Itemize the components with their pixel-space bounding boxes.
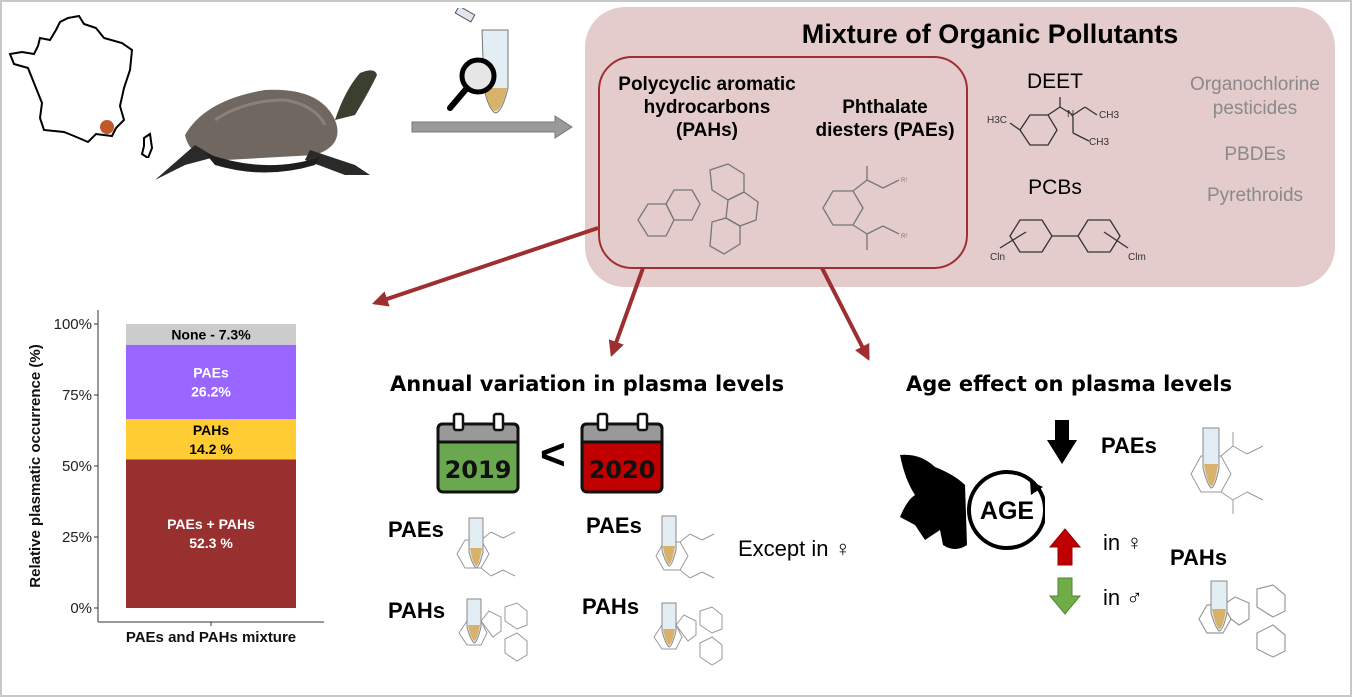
y-tick-label: 100% xyxy=(54,316,92,333)
calendar-2020-icon: 2020 xyxy=(580,412,664,494)
calendar-2019-icon: 2019 xyxy=(436,412,520,494)
pyrethroids-label: Pyrethroids xyxy=(1206,185,1304,206)
pahs-tube-icon xyxy=(653,602,723,666)
bar-data-label: None - 7.3% xyxy=(171,326,251,342)
turtle-age-icon: AGE xyxy=(900,454,1045,550)
y-tick-label: 25% xyxy=(62,529,92,546)
y-axis-label: Relative plasmatic occurrence (%) xyxy=(27,344,44,587)
age-paes-label: PAEs xyxy=(1101,433,1157,458)
age-pahs-tube-icon xyxy=(1198,580,1286,658)
less-than-sign: < xyxy=(540,430,566,479)
paes-tube-icon xyxy=(456,517,516,577)
year-2019-label: 2019 xyxy=(445,456,512,484)
y-tick-label: 50% xyxy=(62,458,92,475)
bar-data-label: PAHs xyxy=(193,422,230,438)
annual-title: Annual variation in plasma levels xyxy=(390,372,785,396)
pbdes-label: PBDEs xyxy=(1224,144,1286,165)
bar-data-label: 26.2% xyxy=(191,383,231,399)
france-map-icon xyxy=(8,14,154,158)
pesticides-label: pesticides xyxy=(1212,98,1298,119)
bar-data-label: PAEs xyxy=(193,364,229,380)
age-male-label: in ♂ xyxy=(1103,585,1143,610)
paes-tube-icon xyxy=(655,515,715,579)
pahs-header-line: hydrocarbons xyxy=(643,97,771,118)
x-axis-label: PAEs and PAHs mixture xyxy=(126,629,296,646)
paes-header-line: diesters (PAEs) xyxy=(815,120,955,141)
pcb-structure-icon: Cln Clm xyxy=(990,219,1146,263)
pah-structure-icon xyxy=(637,163,759,255)
bar-data-label: PAEs + PAHs xyxy=(167,516,255,532)
year-2020-label: 2020 xyxy=(589,456,656,484)
pcb-clm-label: Clm xyxy=(1128,252,1146,263)
male-down-arrow-icon xyxy=(1048,577,1082,615)
pahs-header-line: (PAHs) xyxy=(676,120,738,141)
occurrence-chart: 0% 25% 50% 75% 100% PAEs + PAHs 52.3 % PAHs 14.2… xyxy=(27,310,324,646)
svg-text:R²: R² xyxy=(901,234,907,240)
pahs-paes-group xyxy=(598,56,968,269)
y-tick-label: 75% xyxy=(62,387,92,404)
bar-data-label: 52.3 % xyxy=(189,535,233,551)
deet-h3c-label: H3C xyxy=(987,115,1007,126)
bar-segment-none xyxy=(126,324,296,345)
annual-paes-right: PAEs xyxy=(586,513,642,538)
deet-ch3-label: CH3 xyxy=(1099,110,1119,121)
bar-segment-paes xyxy=(126,344,296,420)
y-tick-label: 0% xyxy=(70,600,92,617)
annual-pahs-left: PAHs xyxy=(388,598,446,623)
sample-tube-magnifier-icon xyxy=(447,8,509,114)
deet-n-label: N xyxy=(1067,109,1074,120)
gray-arrow-icon xyxy=(411,115,573,139)
except-female-note: Except in ♀ xyxy=(738,536,852,561)
svg-text:R¹: R¹ xyxy=(901,178,907,184)
pahs-header: Polycyclic aromatic hydrocarbons (PAHs) xyxy=(602,73,812,142)
location-dot-icon xyxy=(100,120,114,134)
paes-down-arrow-icon xyxy=(1047,420,1077,464)
pcb-cln-label: Cln xyxy=(990,252,1005,263)
paes-header-line: Phthalate xyxy=(842,97,928,118)
age-pahs-label: PAHs xyxy=(1170,545,1228,570)
age-title: Age effect on plasma levels xyxy=(906,372,1233,396)
deet-ch3-label: CH3 xyxy=(1089,137,1109,148)
paes-header: Phthalate diesters (PAEs) xyxy=(800,96,970,142)
annual-pahs-right: PAHs xyxy=(582,594,640,619)
bar-data-label: 14.2 % xyxy=(189,441,233,457)
other-pollutants: Organochlorine pesticides PBDEs Pyrethro… xyxy=(1175,73,1335,208)
mixture-title: Mixture of Organic Pollutants xyxy=(801,19,1179,49)
organochlorine-label: Organochlorine xyxy=(1190,74,1320,95)
deet-label: DEET xyxy=(1026,70,1083,93)
age-badge-label: AGE xyxy=(980,497,1034,525)
annual-paes-left: PAEs xyxy=(388,517,444,542)
pcbs-label: PCBs xyxy=(1028,176,1082,199)
phthalate-structure-icon: R¹ R² xyxy=(822,166,907,250)
turtle-icon xyxy=(155,70,377,180)
female-up-arrow-icon xyxy=(1048,528,1082,566)
bar-segment-pahs xyxy=(126,419,296,460)
age-paes-tube-icon xyxy=(1190,427,1264,514)
pahs-header-line: Polycyclic aromatic xyxy=(618,74,796,95)
pahs-tube-icon xyxy=(458,598,528,662)
age-female-label: in ♀ xyxy=(1103,530,1143,555)
bar-segment-paes-pahs xyxy=(126,459,296,608)
deet-structure-icon: H3C N CH3 CH3 xyxy=(987,97,1119,148)
